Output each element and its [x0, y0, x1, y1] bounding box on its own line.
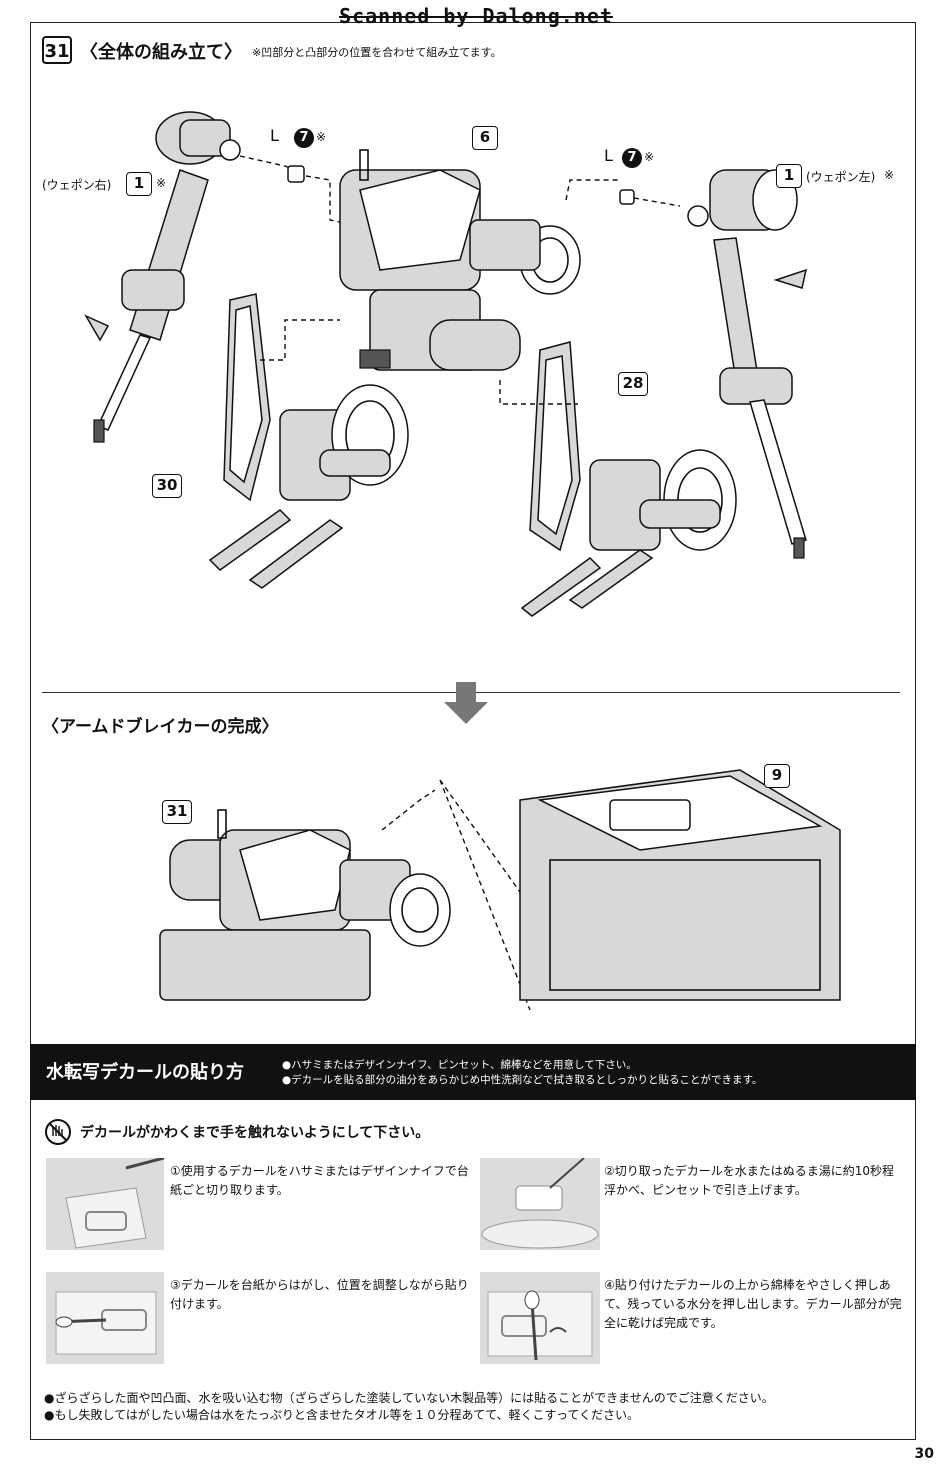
callout-part-9: 9	[764, 764, 790, 788]
decal-step-4-line-2: て、残っている水分を押し出します。デカール部分が完	[604, 1297, 902, 1311]
decal-note-1: ●ハサミまたはデザインナイフ、ピンセット、綿棒などを用意して下さい。	[282, 1059, 637, 1071]
decal-warning: デカールがかわくまで手を触れないようにして下さい。	[80, 1125, 430, 1141]
down-arrow-icon	[444, 682, 488, 724]
decal-step-4-line-3: 全に乾けば完成です。	[604, 1316, 723, 1330]
decal-step-2-text: ②切り取ったデカールを水またはぬるま湯に約10秒程 浮かべ、ピンセットで引き上げ…	[604, 1162, 894, 1200]
callout-part-31: 31	[162, 800, 192, 824]
step-note: ※凹部分と凸部分の位置を合わせて組み立てます。	[252, 46, 502, 59]
decal-step-2-line-2: 浮かべ、ピンセットで引き上げます。	[604, 1183, 807, 1197]
label-L-right: L	[270, 126, 279, 145]
legs-30-drawing	[208, 293, 409, 589]
decal-footnotes: ●ざらざらした面や凹凸面、水を吸い込む物（ざらざらした塗装していない木製品等）に…	[44, 1390, 774, 1424]
decal-title: 水転写デカールの貼り方	[46, 1062, 244, 1083]
decal-note-2: ●デカールを貼る部分の油分をあらかじめ中性洗剤などで拭き取るとしっかりと貼ること…	[282, 1074, 763, 1086]
decal-step-3-text: ③デカールを台紙からはがし、位置を調整しながら貼り 付けます。	[170, 1276, 469, 1314]
part-7-right-badge: 7	[294, 128, 314, 148]
decal-step-4-text: ④貼り付けたデカールの上から綿棒をやさしく押しあ て、残っている水分を押し出しま…	[604, 1276, 902, 1333]
decal-instructions-header: 水転写デカールの貼り方 ●ハサミまたはデザインナイフ、ピンセット、綿棒などを用意…	[30, 1044, 916, 1100]
page-frame	[30, 22, 916, 1440]
base-9-drawing	[519, 769, 841, 1001]
torso-drawing	[339, 149, 581, 371]
assembly-illustration	[84, 111, 808, 617]
decal-step-2-image	[480, 1158, 600, 1250]
callout-part-6: 6	[472, 126, 498, 150]
completion-title: 〈アームドブレイカーの完成〉	[42, 717, 279, 737]
callout-part-28: 28	[618, 372, 648, 396]
asterisk-left: ※	[884, 168, 895, 182]
no-touch-icon	[45, 1119, 71, 1145]
step-number: 31	[42, 36, 72, 64]
callout-part-30: 30	[152, 474, 182, 498]
decal-step-3-line-1: ③デカールを台紙からはがし、位置を調整しながら貼り	[170, 1278, 469, 1292]
callout-part-1-left: 1	[776, 164, 802, 188]
decal-footnote-2: ●もし失敗してはがしたい場合は水をたっぷりと含ませたタオル等を１０分程あてて、軽…	[44, 1408, 639, 1422]
asterisk-7-right: ※	[316, 130, 327, 144]
legs-28-drawing	[520, 341, 737, 617]
decal-step-4-line-1: ④貼り付けたデカールの上から綿棒をやさしく押しあ	[604, 1278, 891, 1292]
asterisk-right: ※	[156, 176, 167, 190]
weapon-left-label: (ウェポン左)	[806, 170, 876, 184]
decal-step-1-line-1: ①使用するデカールをハサミまたはデザインナイフで台	[170, 1164, 469, 1178]
decal-step-4-image	[480, 1272, 600, 1364]
decal-footnote-1: ●ざらざらした面や凹凸面、水を吸い込む物（ざらざらした塗装していない木製品等）に…	[44, 1391, 774, 1405]
watermark: Scanned by Dalong.net	[339, 4, 613, 28]
label-L-left: L	[604, 146, 613, 165]
assembled-robot-drawing	[159, 809, 451, 1001]
decal-step-1-image	[46, 1158, 164, 1250]
decal-notes: ●ハサミまたはデザインナイフ、ピンセット、綿棒などを用意して下さい。 ●デカール…	[282, 1058, 762, 1088]
weapon-right-drawing	[84, 111, 241, 443]
asterisk-7-left: ※	[644, 150, 655, 164]
completion-illustration	[159, 769, 841, 1010]
callout-part-1-right: 1	[126, 172, 152, 196]
step-title: 〈全体の組み立て〉	[80, 42, 242, 63]
decal-step-1-line-2: 紙ごと切り取ります。	[170, 1183, 289, 1197]
decal-step-1-text: ①使用するデカールをハサミまたはデザインナイフで台 紙ごと切り取ります。	[170, 1162, 469, 1200]
decal-step-2-line-1: ②切り取ったデカールを水またはぬるま湯に約10秒程	[604, 1164, 895, 1178]
decal-step-3-line-2: 付けます。	[170, 1297, 229, 1311]
decal-step-3-image	[46, 1272, 164, 1364]
part-7-left-badge: 7	[622, 148, 642, 168]
page-number: 30	[914, 1446, 934, 1462]
weapon-right-label: (ウェポン右)	[42, 178, 112, 192]
